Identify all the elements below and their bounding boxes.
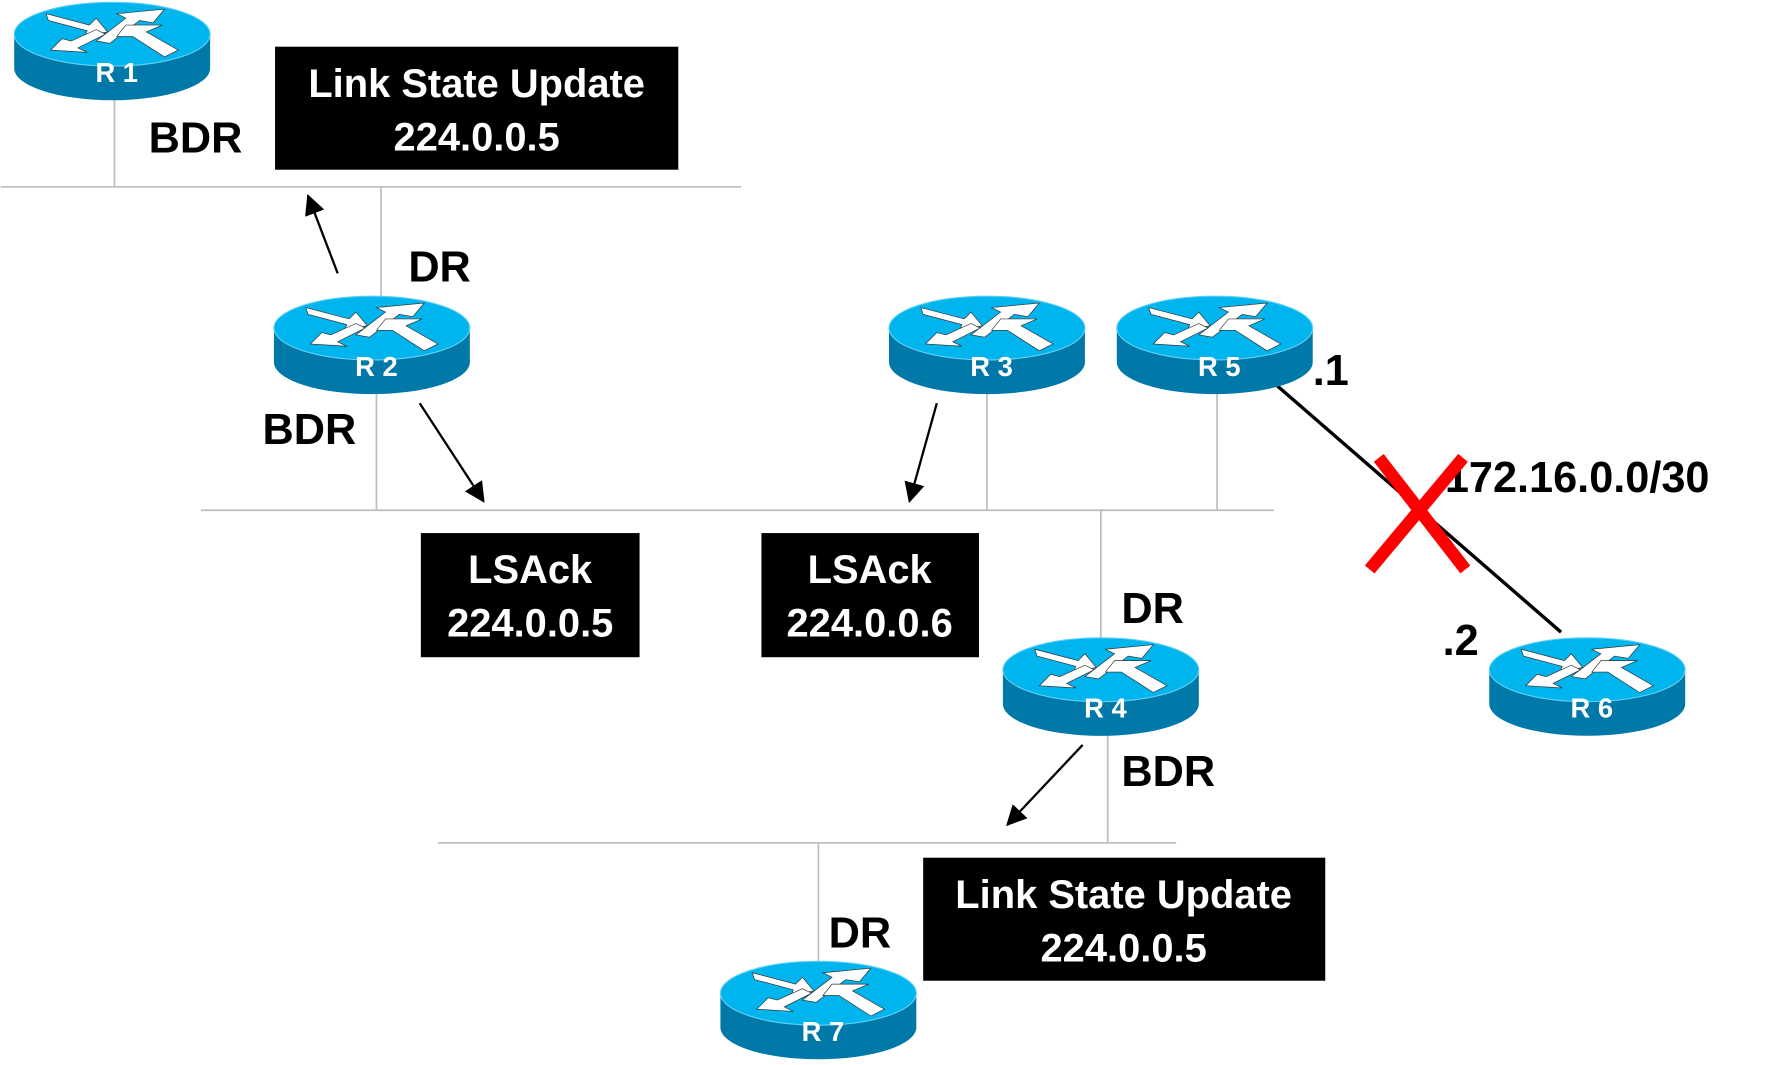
router-r2: R 2	[273, 295, 471, 395]
router-icon	[1002, 637, 1200, 736]
svg-text:224.0.0.5: 224.0.0.5	[1041, 926, 1207, 970]
message-box-lsack-2: LSAck 224.0.0.6	[761, 533, 979, 658]
x-mark-icon	[1364, 453, 1471, 574]
router-r5: R 5	[1116, 295, 1314, 395]
r7-role-label: DR	[829, 910, 892, 958]
r5-address-label: .1	[1313, 347, 1349, 395]
router-name-label: R 6	[1571, 693, 1614, 724]
r6-address-label: .2	[1443, 617, 1479, 665]
r2-role-bottom-label: BDR	[263, 406, 357, 454]
arrow-r2-to-seg2	[418, 402, 485, 503]
router-icon	[273, 295, 471, 395]
router-name-label: R 4	[1084, 693, 1127, 724]
svg-text:LSAck: LSAck	[468, 548, 593, 592]
arrow-r2-to-seg1	[305, 193, 339, 274]
router-r6: R 6	[1488, 637, 1686, 736]
routers: R 1 R 2 R 3 R 5 R 4 R 6 R 7	[13, 1, 1686, 1060]
r2-role-top-label: DR	[408, 243, 471, 291]
router-name-label: R 1	[95, 57, 138, 88]
message-box-lsack-1: LSAck 224.0.0.5	[420, 533, 640, 658]
svg-text:LSAck: LSAck	[808, 548, 933, 592]
r4-role-top-label: DR	[1121, 585, 1184, 633]
svg-text:224.0.0.5: 224.0.0.5	[394, 115, 560, 159]
message-box-lsu-top: Link State Update 224.0.0.5	[275, 46, 679, 170]
router-r3: R 3	[888, 295, 1086, 395]
network-segments	[0, 100, 1563, 964]
router-r1: R 1	[13, 1, 211, 101]
subnet-label: 172.16.0.0/30	[1445, 454, 1710, 502]
message-box-lsu-bottom: Link State Update 224.0.0.5	[923, 857, 1326, 981]
router-name-label: R 3	[970, 351, 1013, 382]
router-icon	[1488, 637, 1686, 736]
svg-text:224.0.0.6: 224.0.0.6	[787, 602, 953, 646]
svg-text:224.0.0.5: 224.0.0.5	[447, 602, 613, 646]
r4-role-bottom-label: BDR	[1121, 748, 1215, 796]
router-name-label: R 7	[802, 1016, 845, 1047]
router-r7: R 7	[719, 960, 917, 1060]
router-icon	[719, 960, 917, 1060]
router-name-label: R 5	[1198, 351, 1241, 382]
flood-arrows	[305, 193, 1084, 827]
router-r4: R 4	[1002, 637, 1200, 736]
router-icon	[1116, 295, 1314, 395]
arrow-r3-to-seg2	[904, 402, 938, 504]
router-icon	[888, 295, 1086, 395]
arrow-r4-to-seg3	[1006, 744, 1084, 827]
router-name-label: R 2	[355, 351, 398, 382]
r1-role-label: BDR	[149, 115, 243, 163]
svg-text:Link State Update: Link State Update	[308, 62, 645, 106]
router-icon	[13, 1, 211, 101]
svg-text:Link State Update: Link State Update	[955, 873, 1292, 917]
